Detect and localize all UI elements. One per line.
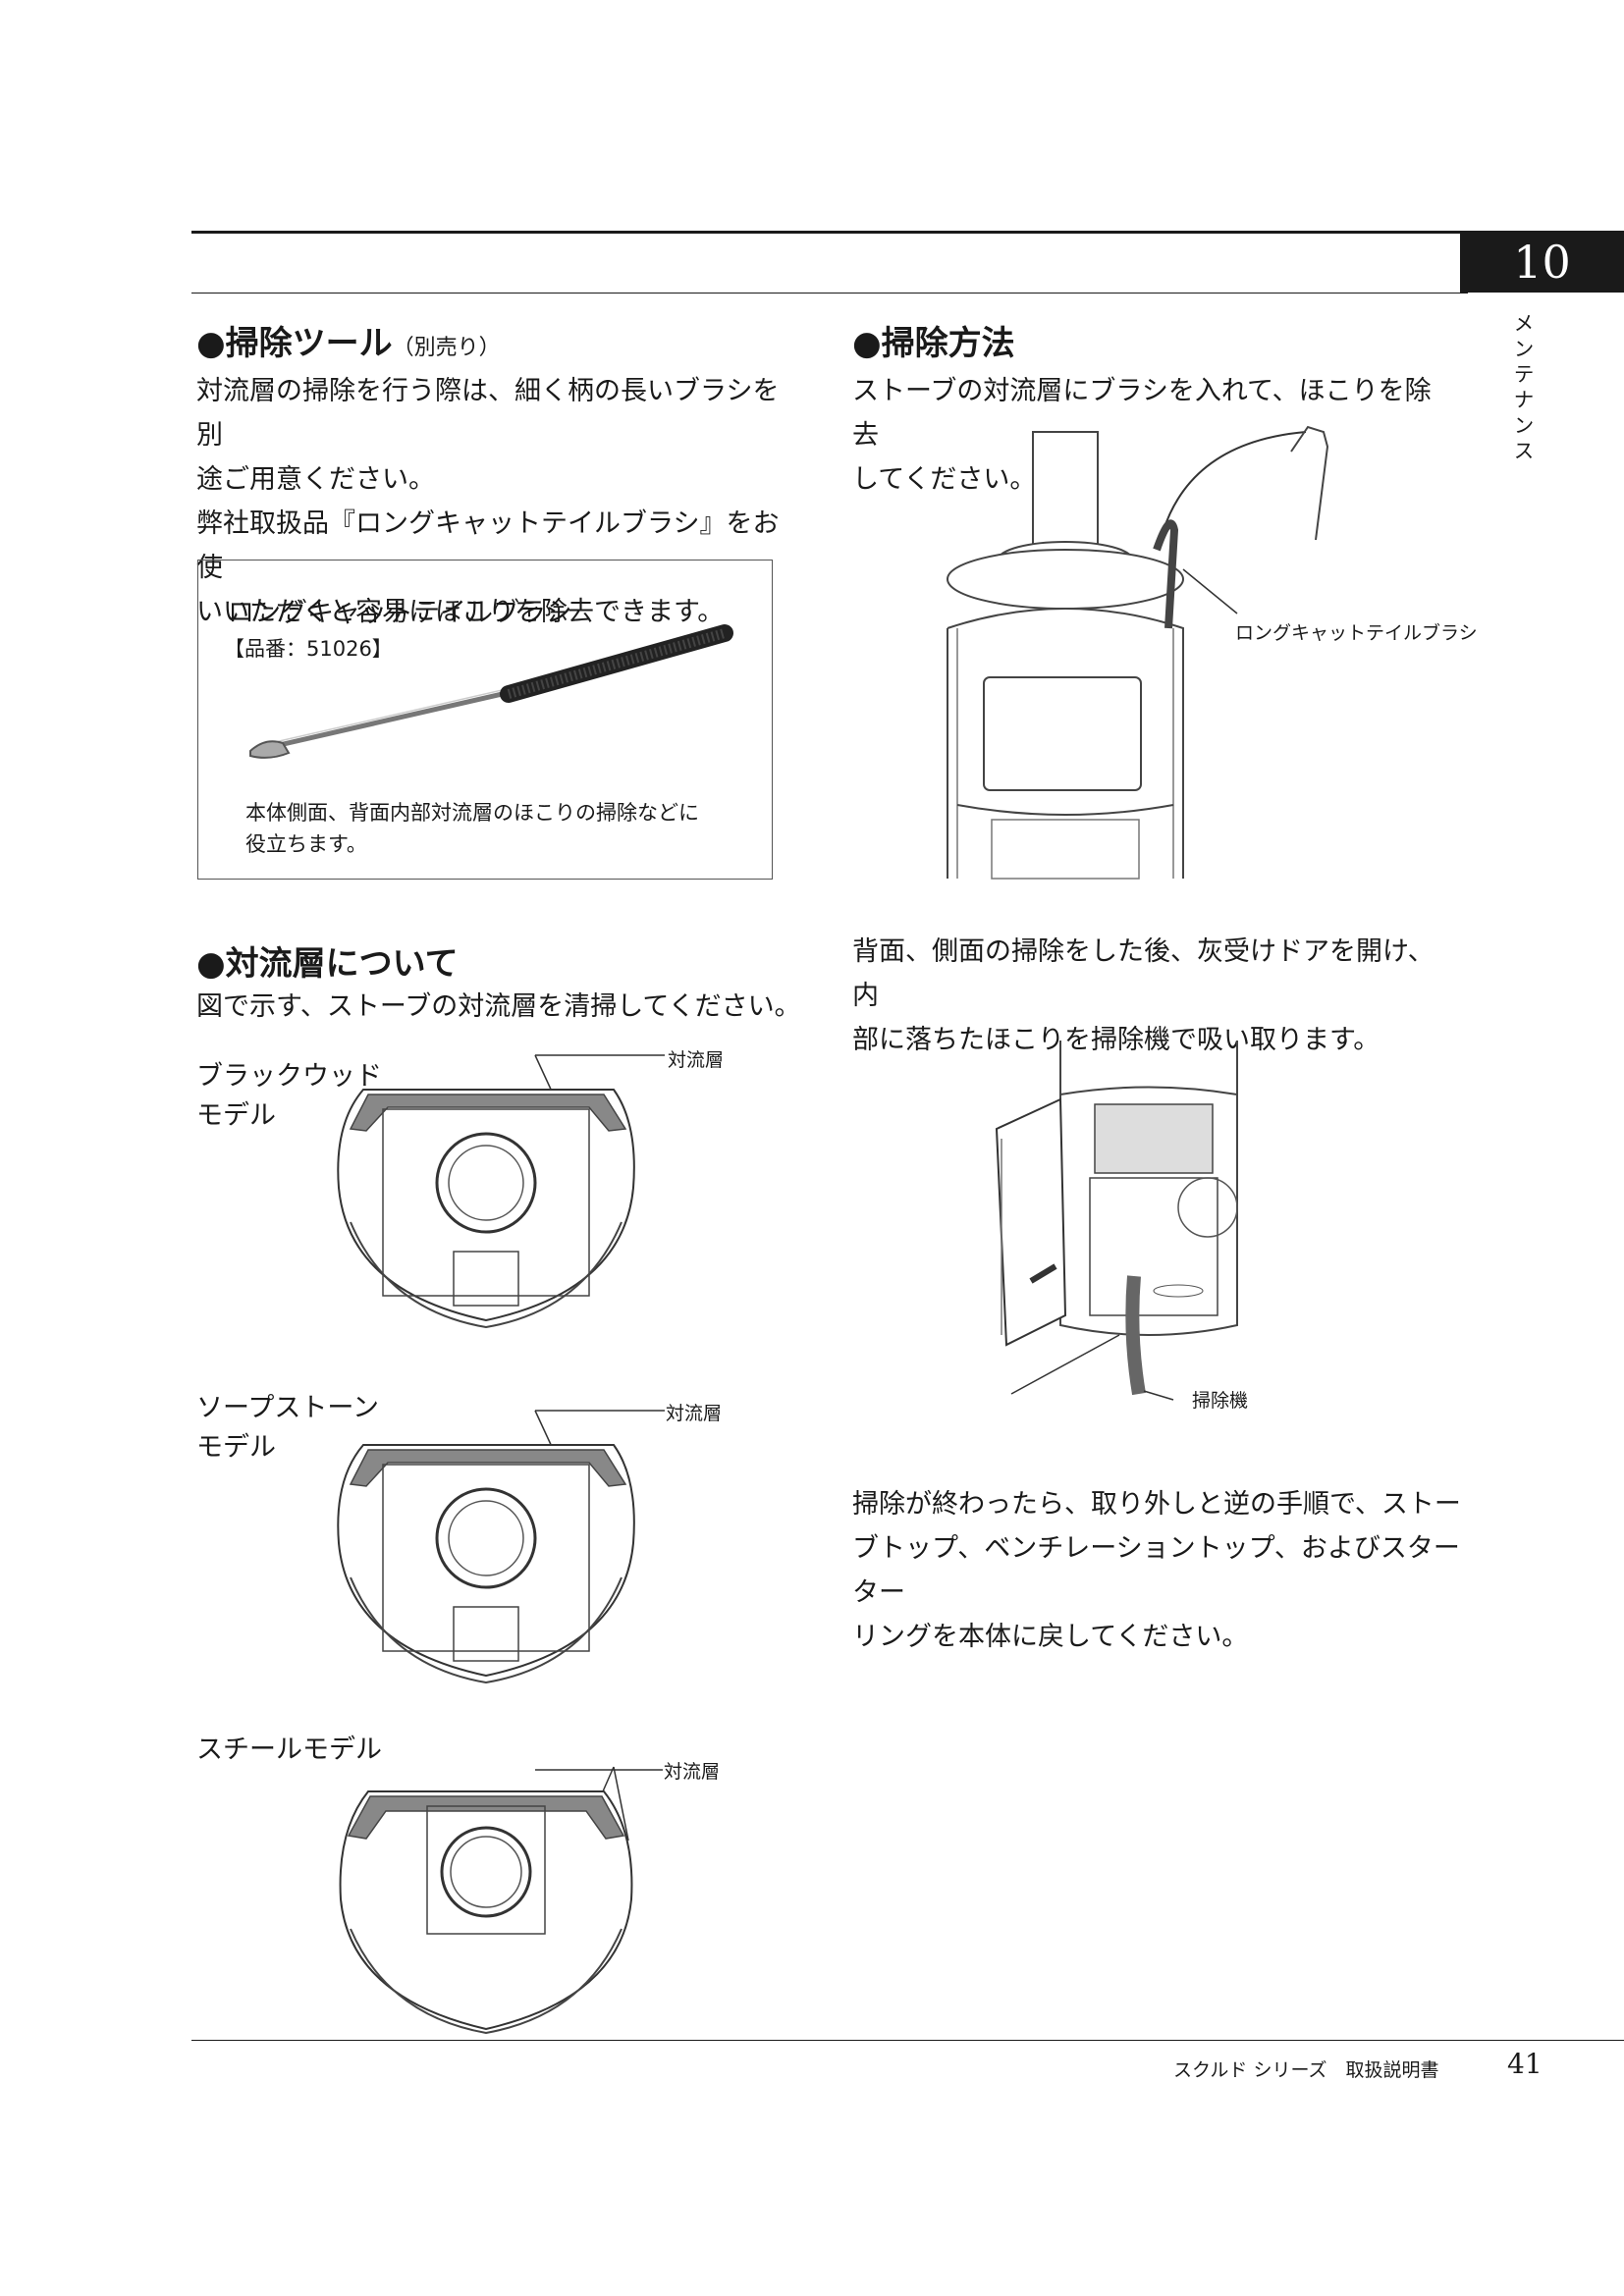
tool-heading-sub: （別売り） [392,336,501,360]
tool-paragraph: 対流層の掃除を行う際は、細く柄の長いブラシを別 途ご用意ください。 弊社取扱品『… [196,369,785,634]
method-line: してください。 [852,464,1037,495]
callout-brush: ロングキャットテイルブラシ [1235,622,1478,644]
brush-illustration [249,624,733,759]
model-label-line: ソープストーン [196,1393,380,1423]
tool-line: 弊社取扱品『ロングキャットテイルブラシ』をお使 [196,508,780,583]
convection-paragraph: 図で示す、ストーブの対流層を清掃してください。 [196,991,801,1022]
model-label-steel: スチールモデル [196,1731,382,1770]
convection-heading: ●対流層について [196,944,459,984]
callout-vacuum: 掃除機 [1192,1390,1249,1412]
stove-topview-soapstone [337,1410,665,1684]
method-line: ストーブの対流層にブラシを入れて、ほこりを除去 [852,376,1432,451]
model-label-line: モデル [196,1100,276,1131]
method-heading: ●掃除方法 [852,324,1015,363]
tool-line: 途ご用意ください。 [196,464,435,495]
product-name: ロングキャットテイルブラシ [228,598,572,628]
model-label-blackwood: ブラックウッド モデル [196,1057,382,1136]
method-line: ブトップ、ベンチレーショントップ、およびスターター [852,1533,1460,1608]
model-label-line: モデル [196,1432,276,1463]
method-line: 掃除が終わったら、取り外しと逆の手順で、ストー [852,1489,1461,1520]
model-label-line: スチールモデル [196,1735,382,1765]
method-line: 背面、側面の掃除をした後、灰受けドアを開け、内 [852,936,1435,1011]
method-paragraph-3: 掃除が終わったら、取り外しと逆の手順で、ストー ブトップ、ベンチレーショントップ… [852,1482,1461,1659]
header-underline [191,293,1468,294]
callout-convection-1: 対流層 [668,1049,725,1071]
stove-open-door-illustration [995,1041,1238,1401]
page-number: 41 [1507,2048,1543,2080]
stove-topview-blackwood [337,1054,665,1329]
product-box [197,560,773,880]
model-label-line: ブラックウッド [196,1061,382,1092]
product-description: 本体側面、背面内部対流層のほこりの掃除などに 役立ちます。 [245,797,736,860]
tool-line: 対流層の掃除を行う際は、細く柄の長いブラシを別 [196,376,780,451]
stove-topview-steel [339,1766,663,2035]
chapter-number-badge: 10 [1460,232,1624,293]
stove-side-illustration [947,425,1329,880]
tool-heading-text: ●掃除ツール [196,324,393,363]
model-label-soapstone: ソープストーン モデル [196,1389,379,1468]
method-paragraph-2: 背面、側面の掃除をした後、灰受けドアを開け、内 部に落ちたほこりを掃除機で吸い取… [852,930,1441,1062]
header-rule [191,231,1624,234]
tool-line: いいただくと容易にほこりを除去できます。 [196,597,725,627]
product-code: 【品番：51026】 [224,637,393,661]
footer-title: スクルド シリーズ 取扱説明書 [1173,2059,1439,2081]
footer-rule [191,2040,1624,2041]
chapter-side-label: メンテナンス [1511,312,1535,465]
callout-convection-3: 対流層 [664,1761,721,1783]
tool-heading: ●掃除ツール（別売り） [196,316,501,364]
method-line: リングを本体に戻してください。 [852,1622,1249,1652]
callout-convection-2: 対流層 [666,1403,723,1424]
product-description-line: 本体側面、背面内部対流層のほこりの掃除などに [245,801,699,825]
product-description-line: 役立ちます。 [245,832,367,856]
method-line: 部に落ちたほこりを掃除機で吸い取ります。 [852,1025,1380,1055]
method-paragraph: ストーブの対流層にブラシを入れて、ほこりを除去 してください。 [852,369,1441,502]
